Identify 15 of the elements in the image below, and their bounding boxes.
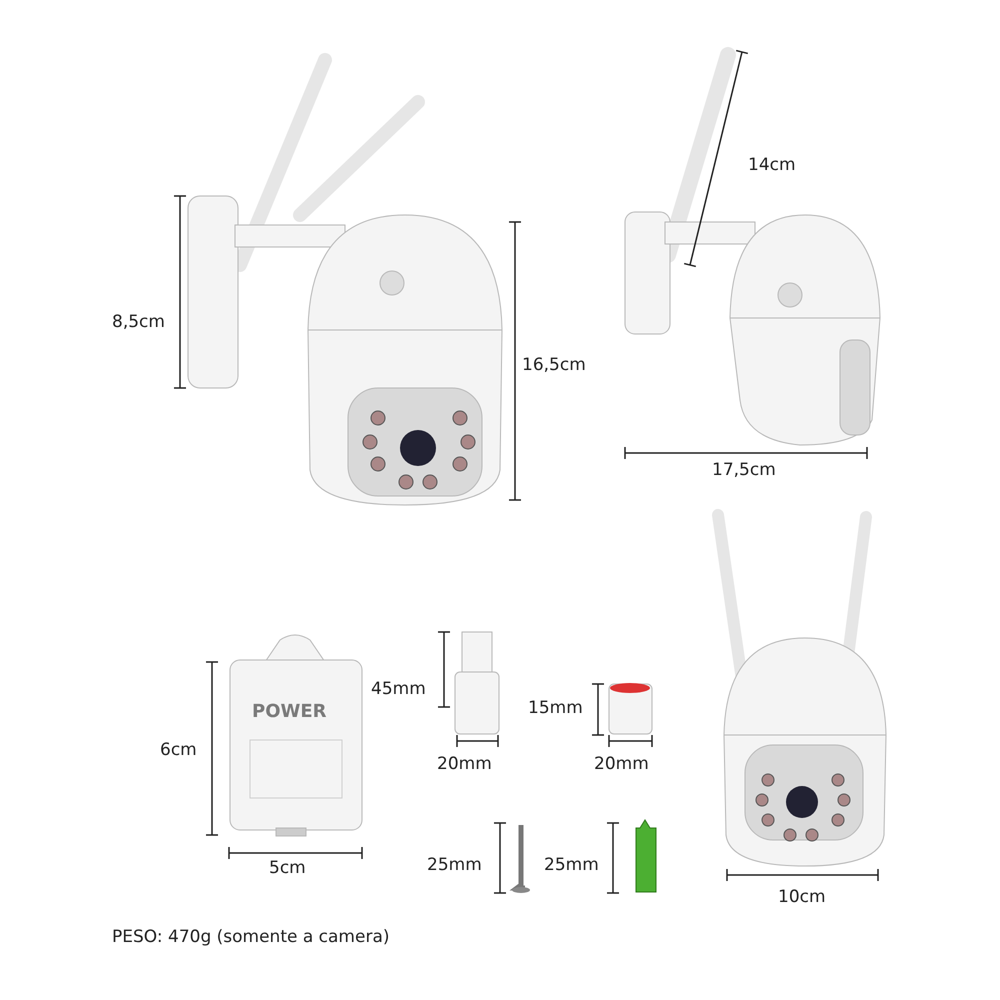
dimension-label: 10cm [778, 888, 826, 907]
dimension-label: 17,5cm [712, 461, 776, 480]
dimension-label: 25mm [544, 856, 599, 875]
dimension-label: 15mm [528, 699, 583, 718]
dimension-label: 6cm [160, 741, 197, 760]
dimension-label: 8,5cm [112, 313, 165, 332]
dimension-label: 14cm [748, 156, 796, 175]
printed-text: POWER [252, 702, 327, 722]
dimension-label: 20mm [437, 755, 492, 774]
dimension-label: 16,5cm [522, 356, 586, 375]
dimension-label: 5cm [269, 859, 306, 878]
weight-note: PESO: 470g (somente a camera) [112, 928, 390, 947]
dimension-label: 25mm [427, 856, 482, 875]
dimension-label: 20mm [594, 755, 649, 774]
dimension-label: 45mm [371, 680, 426, 699]
